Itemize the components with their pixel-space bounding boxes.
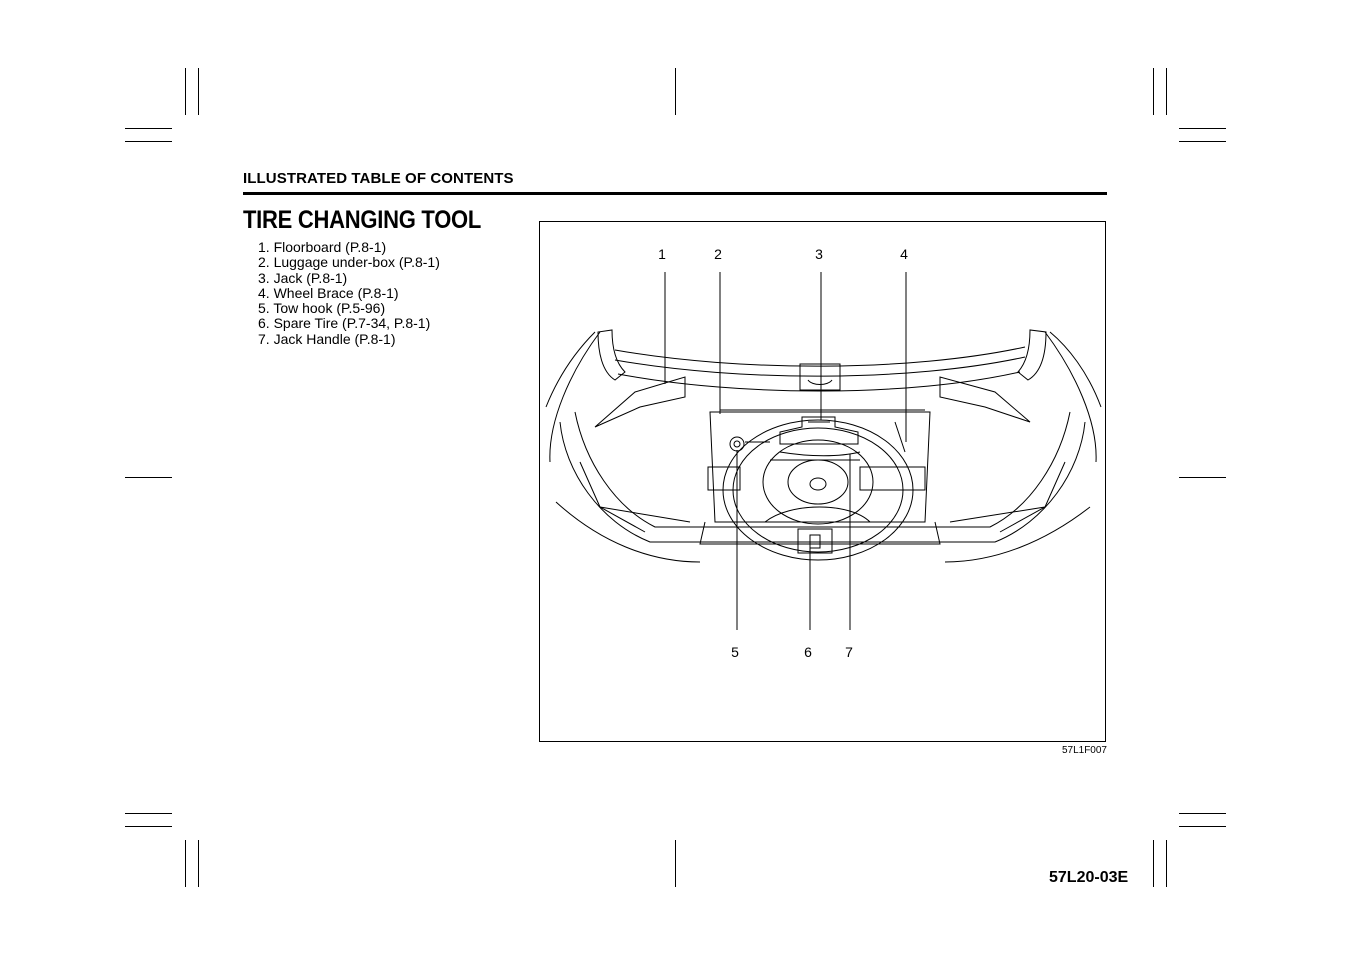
toc-item-tow-hook: 5. Tow hook (P.5-96) xyxy=(258,300,386,317)
callout-jack-handle: 7 xyxy=(845,644,853,660)
toc-item-luggage-under-box: 2. Luggage under-box (P.8-1) xyxy=(258,254,440,271)
callout-floorboard: 1 xyxy=(658,246,666,262)
toc-list: 1. Floorboard (P.8-1) 2. Luggage under-b… xyxy=(258,239,440,347)
callout-tow-hook: 5 xyxy=(731,644,739,660)
crop-mark xyxy=(125,826,172,827)
callout-wheel-brace: 4 xyxy=(900,246,908,262)
crop-mark xyxy=(1153,68,1154,115)
trunk-illustration xyxy=(545,272,1102,630)
crop-mark xyxy=(1179,128,1226,129)
crop-mark xyxy=(675,840,676,887)
crop-mark xyxy=(1179,813,1226,814)
trunk-illustration-frame: 1 2 3 4 5 6 7 xyxy=(539,221,1106,742)
crop-mark xyxy=(185,840,186,887)
crop-mark xyxy=(1179,477,1226,478)
toc-item-floorboard: 1. Floorboard (P.8-1) xyxy=(258,239,387,255)
crop-mark xyxy=(1166,840,1167,887)
document-code: 57L20-03E xyxy=(1049,869,1129,886)
section-header: ILLUSTRATED TABLE OF CONTENTS xyxy=(243,170,514,187)
toc-item-jack: 3. Jack (P.8-1) xyxy=(258,269,348,286)
page-title: TIRE CHANGING TOOL xyxy=(243,206,482,234)
crop-mark xyxy=(1179,826,1226,827)
crop-mark xyxy=(1179,141,1226,142)
toc-item-wheel-brace: 4. Wheel Brace (P.8-1) xyxy=(258,284,399,301)
callout-luggage-under-box: 2 xyxy=(714,246,722,262)
crop-mark xyxy=(1153,840,1154,887)
crop-mark xyxy=(675,68,676,115)
crop-mark xyxy=(1166,68,1167,115)
crop-mark xyxy=(185,68,186,115)
callout-spare-tire: 6 xyxy=(804,644,812,660)
crop-mark xyxy=(125,141,172,142)
crop-mark xyxy=(198,840,199,887)
figure-code: 57L1F007 xyxy=(1061,745,1107,756)
toc-item-spare-tire: 6. Spare Tire (P.7-34, P.8-1) xyxy=(258,315,431,332)
crop-mark xyxy=(125,813,172,814)
crop-mark xyxy=(125,477,172,478)
callout-jack: 3 xyxy=(815,246,823,262)
crop-mark xyxy=(198,68,199,115)
header-rule xyxy=(243,192,1107,195)
crop-mark xyxy=(125,128,172,129)
toc-item-jack-handle: 7. Jack Handle (P.8-1) xyxy=(258,330,396,347)
